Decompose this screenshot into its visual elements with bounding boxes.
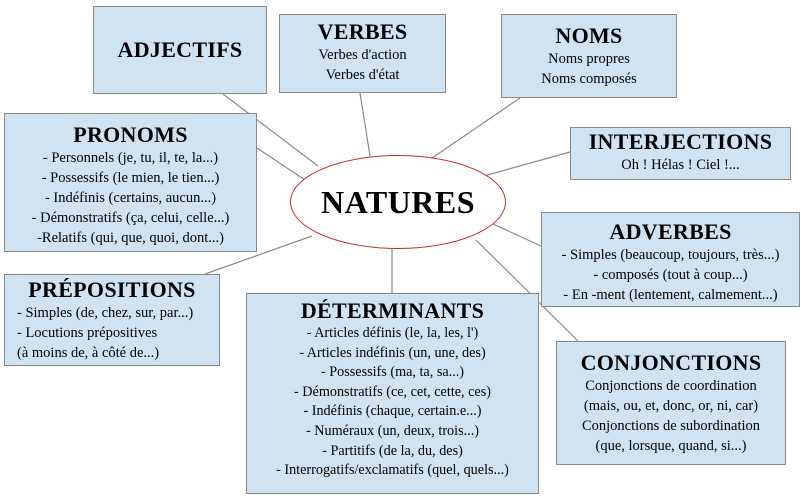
pronoms-line: -Relatifs (qui, que, quoi, dont...) <box>37 230 224 246</box>
conjonctions-line: Conjonctions de subordination <box>581 418 760 434</box>
adverbes-line: - composés (tout à coup...) <box>593 267 748 283</box>
box-prepositions: PRÉPOSITIONS - Simples (de, chez, sur, p… <box>4 274 220 366</box>
box-noms: NOMS Noms propres Noms composés <box>501 14 677 98</box>
connector-interjections <box>483 151 571 177</box>
connector-verbes <box>359 92 371 157</box>
pronoms-line: - Personnels (je, tu, il, te, la...) <box>42 150 219 166</box>
connector-adjectifs <box>222 93 319 167</box>
prepositions-line: - Locutions prépositives <box>17 325 158 341</box>
connector-adverbes <box>492 223 542 247</box>
noms-line: Noms composés <box>541 71 637 87</box>
box-interjections: INTERJECTIONS Oh ! Hélas ! Ciel !... <box>570 127 791 180</box>
title-interjections: INTERJECTIONS <box>588 129 773 154</box>
determinants-line: - Démonstratifs (ce, cet, cette, ces) <box>294 383 491 400</box>
determinants-line: - Numéraux (un, deux, trois...) <box>306 422 479 439</box>
determinants-line: - Articles définis (le, la, les, l') <box>306 325 479 341</box>
pronoms-line: - Démonstratifs (ça, celui, celle...) <box>31 210 230 226</box>
title-adverbes: ADVERBES <box>609 219 732 244</box>
prepositions-line: - Simples (de, chez, sur, par...) <box>17 305 194 321</box>
pronoms-line: - Indéfinis (certains, aucun...) <box>44 190 217 206</box>
connector-conjonctions <box>475 239 579 342</box>
prepositions-line: (à moins de, à côté de...) <box>17 345 160 361</box>
interjections-line: Oh ! Hélas ! Ciel !... <box>621 157 740 173</box>
adverbes-line: - En -ment (lentement, calmement...) <box>563 287 778 303</box>
determinants-line: - Indéfinis (chaque, certain.e...) <box>303 403 482 420</box>
conjonctions-line: (que, lorsque, quand, si...) <box>595 438 747 454</box>
title-pronoms: PRONOMS <box>73 122 188 147</box>
box-adjectifs: ADJECTIFS <box>93 6 267 94</box>
determinants-line: - Partitifs (de la, du, des) <box>322 442 463 459</box>
title-verbes: VERBES <box>317 19 408 44</box>
center-ellipse-natures: NATURES <box>290 155 506 249</box>
noms-line: Noms propres <box>548 51 630 67</box>
conjonctions-line: (mais, ou, et, donc, or, ni, car) <box>583 398 759 414</box>
title-noms: NOMS <box>555 23 623 48</box>
adverbes-line: - Simples (beaucoup, toujours, très...) <box>561 247 780 263</box>
determinants-line: - Interrogatifs/exclamatifs (quel, quels… <box>276 462 509 479</box>
box-determinants: DÉTERMINANTS - Articles définis (le, la,… <box>246 293 539 494</box>
pronoms-line: - Possessifs (le mien, le tien...) <box>41 170 220 186</box>
title-determinants: DÉTERMINANTS <box>300 298 485 323</box>
box-adverbes: ADVERBES - Simples (beaucoup, toujours, … <box>541 212 800 307</box>
determinants-line: - Articles indéfinis (un, une, des) <box>299 344 486 361</box>
title-conjonctions: CONJONCTIONS <box>580 350 762 375</box>
verbes-line: Verbes d'état <box>325 67 400 83</box>
connector-noms <box>431 97 521 159</box>
connector-prepositions <box>204 235 313 275</box>
box-pronoms: PRONOMS - Personnels (je, tu, il, te, la… <box>4 113 257 252</box>
conjonctions-line: Conjonctions de coordination <box>585 378 757 394</box>
verbes-line: Verbes d'action <box>318 47 407 63</box>
connector-pronoms <box>256 147 306 181</box>
box-conjonctions: CONJONCTIONS Conjonctions de coordinatio… <box>556 341 786 465</box>
determinants-line: - Possessifs (ma, ta, sa...) <box>320 364 465 381</box>
box-verbes: VERBES Verbes d'action Verbes d'état <box>279 14 446 93</box>
center-label: NATURES <box>320 183 476 220</box>
title-adjectifs: ADJECTIFS <box>117 37 243 62</box>
title-prepositions: PRÉPOSITIONS <box>28 277 196 302</box>
